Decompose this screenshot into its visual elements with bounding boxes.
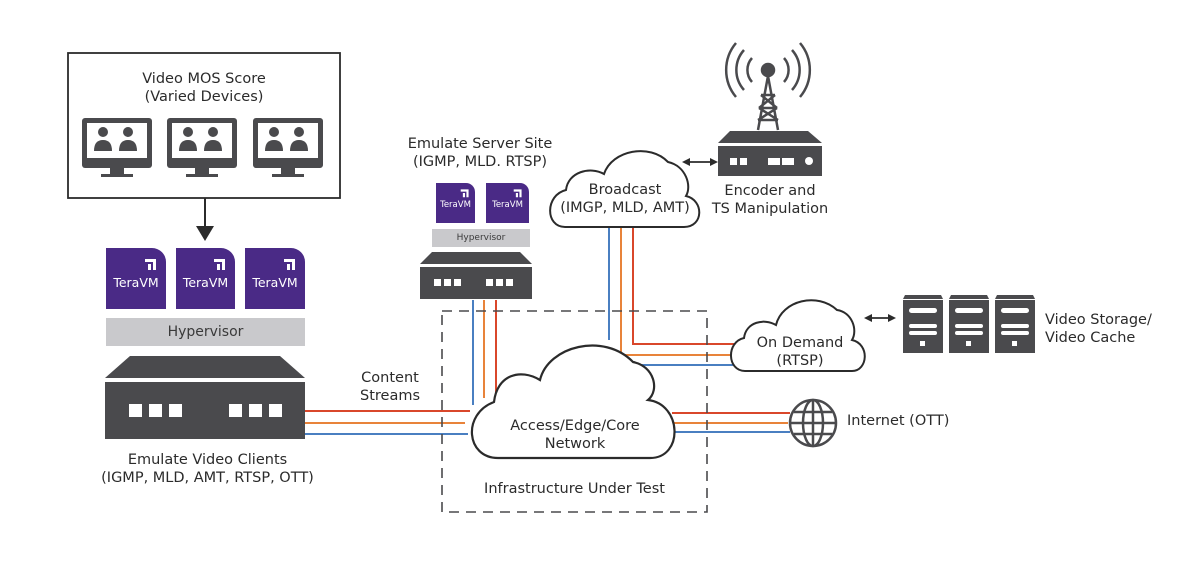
connection-lines <box>305 225 790 435</box>
storage-caption-line2: Video Cache <box>1045 330 1136 346</box>
storage-caption-line1: Video Storage/ <box>1045 312 1152 328</box>
infrastructure-label: Infrastructure Under Test <box>484 481 665 497</box>
encoder-ports <box>730 157 813 165</box>
on-demand-cloud-label: On Demand (RTSP) <box>740 334 860 370</box>
broadcast-line1: Broadcast <box>588 182 662 198</box>
teravm-label: TeraVM <box>440 200 471 210</box>
encoder-caption-line2: TS Manipulation <box>711 201 829 217</box>
mos-box-title: Video MOS Score (Varied Devices) <box>68 70 340 106</box>
server-ports <box>434 279 513 286</box>
server-caption-line1: Emulate Server Site <box>407 136 553 152</box>
teravm-card: TeraVM <box>436 183 475 223</box>
mos-title-line1: Video MOS Score <box>142 71 266 87</box>
arrow-right-icon <box>888 314 896 322</box>
infrastructure-boundary <box>441 310 708 513</box>
content-streams-line2: Streams <box>359 388 421 404</box>
teravm-logo-icon <box>214 259 225 270</box>
arrow-right-icon <box>710 158 718 166</box>
client-hypervisor: Hypervisor <box>106 318 305 346</box>
core-cloud-label: Access/Edge/Core Network <box>490 417 660 453</box>
teravm-card: TeraVM <box>245 248 305 309</box>
broadcast-line2: (IMGP, MLD, AMT) <box>560 200 690 216</box>
storage-caption: Video Storage/ Video Cache <box>1045 311 1152 347</box>
teravm-label: TeraVM <box>182 275 229 290</box>
server-icon <box>949 295 989 353</box>
client-caption-line1: Emulate Video Clients <box>127 452 288 468</box>
core-network-cloud <box>470 344 676 460</box>
encoder-caption-line1: Encoder and <box>724 183 816 199</box>
server-icon <box>903 295 943 353</box>
server-chassis-top <box>420 252 532 264</box>
mos-title-line2: (Varied Devices) <box>144 89 264 105</box>
broadcast-cloud <box>549 150 701 228</box>
encoder-caption: Encoder and TS Manipulation <box>700 182 840 218</box>
monitor-icon <box>82 118 152 177</box>
server-hypervisor: Hypervisor <box>432 229 530 247</box>
teravm-logo-icon <box>513 189 522 198</box>
monitor-icon <box>253 118 323 177</box>
storage-servers <box>903 295 1035 353</box>
teravm-label: TeraVM <box>252 275 298 290</box>
teravm-logo-icon <box>460 189 469 198</box>
content-streams-label: Content Streams <box>350 369 430 405</box>
server-icon <box>995 295 1035 353</box>
internet-label: Internet (OTT) <box>847 413 950 429</box>
arrow-left-icon <box>682 158 690 166</box>
globe-icon <box>788 398 838 448</box>
arrow-left-icon <box>864 314 872 322</box>
server-site-caption: Emulate Server Site (IGMP, MLD. RTSP) <box>395 135 565 171</box>
encoder-chassis-top <box>718 131 822 143</box>
broadcast-tower-icon <box>725 42 811 131</box>
teravm-card: TeraVM <box>176 248 235 309</box>
teravm-card: TeraVM <box>106 248 166 309</box>
broadcast-link-red <box>632 225 735 345</box>
monitor-icon <box>167 118 237 177</box>
client-caption-line2: (IGMP, MLD, AMT, RTSP, OTT) <box>101 470 314 486</box>
client-caption: Emulate Video Clients (IGMP, MLD, AMT, R… <box>95 451 320 487</box>
broadcast-link-orange <box>620 225 735 356</box>
client-chassis-top <box>105 356 305 378</box>
broadcast-cloud-label: Broadcast (IMGP, MLD, AMT) <box>550 181 700 217</box>
core-line1: Access/Edge/Core <box>510 418 640 434</box>
teravm-label: TeraVM <box>492 200 523 210</box>
teravm-logo-icon <box>284 259 295 270</box>
teravm-card: TeraVM <box>486 183 529 223</box>
client-ports <box>129 404 282 417</box>
core-line2: Network <box>544 436 606 452</box>
teravm-logo-icon <box>145 259 156 270</box>
monitors <box>82 118 323 177</box>
server-caption-line2: (IGMP, MLD. RTSP) <box>412 154 548 170</box>
arrow-down-icon <box>196 226 214 241</box>
teravm-label: TeraVM <box>113 275 159 290</box>
content-streams-line1: Content <box>361 370 419 386</box>
ondemand-line2: (RTSP) <box>776 353 824 369</box>
ondemand-line1: On Demand <box>756 335 844 351</box>
on-demand-cloud <box>730 299 866 372</box>
